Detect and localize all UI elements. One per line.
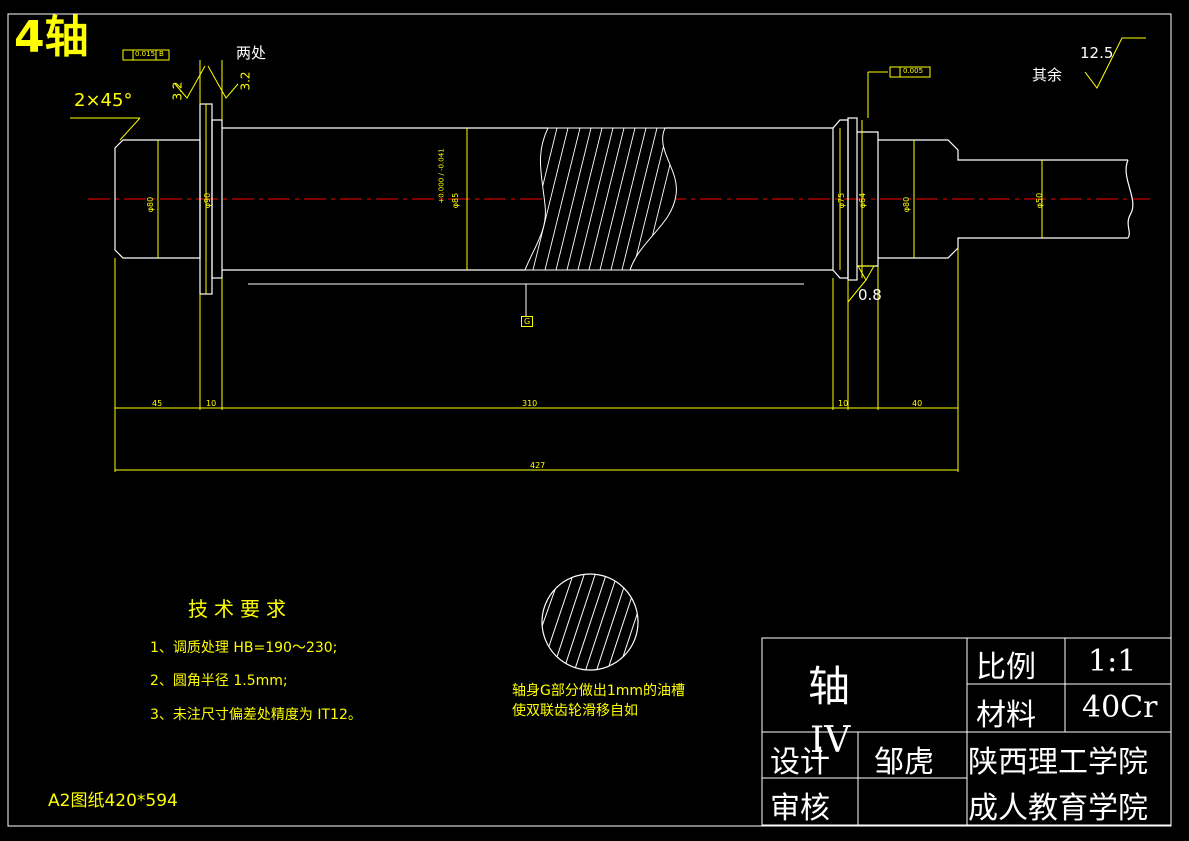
requirement-2: 2、圆角半径 1.5mm; (150, 673, 288, 689)
roughness-08: 0.8 (858, 286, 882, 304)
dia-right-collar: φ75 (837, 192, 847, 209)
runout-right: 0.005 (903, 67, 924, 75)
dia-right-neck: φ64 (858, 192, 868, 209)
runout-left-datum: B (159, 50, 164, 58)
material-label: 材料 (976, 698, 1036, 733)
dia-collar: φ90 (203, 192, 213, 209)
roughness-32a: 3.2 (170, 81, 185, 101)
dim-10a: 10 (206, 399, 217, 408)
scale-value: 1:1 (1088, 644, 1137, 679)
scale-label: 比例 (976, 650, 1036, 685)
section-circle (541, 573, 639, 671)
dim-427: 427 (530, 461, 546, 470)
roughness-symbols (122, 37, 1146, 303)
runout-left: 0.015 (135, 50, 156, 58)
paper-size: A2图纸420*594 (48, 791, 178, 811)
title-block (761, 637, 1172, 826)
break-section (524, 127, 677, 271)
part-name: 轴 (808, 662, 851, 711)
review-label: 审核 (770, 791, 830, 826)
dimension-lines (70, 60, 1043, 472)
section-note: 轴身G部分做出1mm的油槽使双联齿轮滑移自如 (512, 683, 686, 719)
drawing-frame (7, 13, 1172, 827)
dim-40: 40 (912, 399, 923, 408)
dia-end: φ50 (1035, 192, 1045, 209)
designer-name: 邹虎 (874, 745, 934, 780)
dia-left: φ80 (146, 196, 156, 213)
requirement-1: 1、调质处理 HB=190～230; (150, 640, 338, 656)
requirement-3: 3、未注尺寸偏差处精度为 IT12。 (150, 707, 362, 723)
school-name-1: 陕西理工学院 (968, 745, 1148, 780)
roughness-32b: 3.2 (238, 71, 253, 91)
requirements-title: 技术要求 (188, 597, 292, 621)
dim-10b: 10 (838, 399, 849, 408)
material-value: 40Cr (1082, 690, 1158, 725)
drawing-title: 4轴 (14, 12, 89, 63)
dia-body-tol: +0.000 / -0.041 (437, 148, 446, 204)
dia-body: φ85 (451, 192, 461, 209)
chamfer-label: 2×45° (74, 90, 133, 111)
dia-right: φ80 (902, 196, 912, 213)
school-name-2: 成人教育学院 (968, 791, 1148, 826)
design-label: 设计 (770, 745, 830, 780)
section-g-label: G (521, 316, 534, 327)
dim-45: 45 (152, 399, 163, 408)
dim-310: 310 (522, 399, 538, 408)
part-no: IV (810, 720, 851, 761)
two-places-label: 两处 (236, 44, 267, 62)
roughness-rest: 12.5 (1080, 44, 1114, 62)
rest-label: 其余 (1032, 66, 1063, 84)
